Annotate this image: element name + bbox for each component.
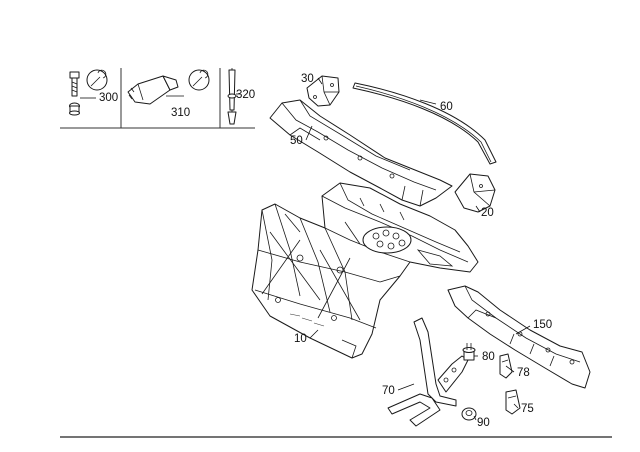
callout-90: 90 (477, 417, 490, 429)
callout-labels: 300 310 320 30 60 50 20 10 150 80 78 70 … (99, 73, 552, 429)
callout-10: 10 (294, 333, 307, 345)
callout-320: 320 (236, 89, 255, 101)
bolt-icon (69, 71, 80, 116)
part-50-cowl (269, 99, 453, 207)
callout-60: 60 (440, 101, 453, 113)
part-90-grommet (461, 407, 477, 421)
part-30-bracket (306, 75, 340, 107)
sealant-tube-icon (127, 75, 179, 105)
callout-300: 300 (99, 92, 118, 104)
callout-310: 310 (171, 107, 190, 119)
callout-80: 80 (482, 351, 495, 363)
callout-75: 75 (521, 403, 534, 415)
part-75-clip (505, 389, 521, 415)
callout-78: 78 (517, 367, 530, 379)
callout-50: 50 (290, 135, 303, 147)
callout-150: 150 (533, 319, 552, 331)
leader-lines (305, 77, 531, 421)
part-10-bulkhead (251, 182, 479, 359)
part-60-strip (352, 82, 497, 165)
hardware-inset (60, 68, 255, 129)
callout-20: 20 (481, 207, 494, 219)
part-70-strut (387, 317, 469, 427)
part-150-sidemember (447, 285, 591, 389)
push-clip-icon (227, 68, 237, 125)
wrench-icon-2 (188, 69, 210, 91)
part-20-bracket (454, 173, 496, 213)
part-80-bolt (462, 343, 476, 361)
callout-70: 70 (382, 385, 395, 397)
wrench-icon (86, 69, 108, 91)
callout-30: 30 (301, 73, 314, 85)
